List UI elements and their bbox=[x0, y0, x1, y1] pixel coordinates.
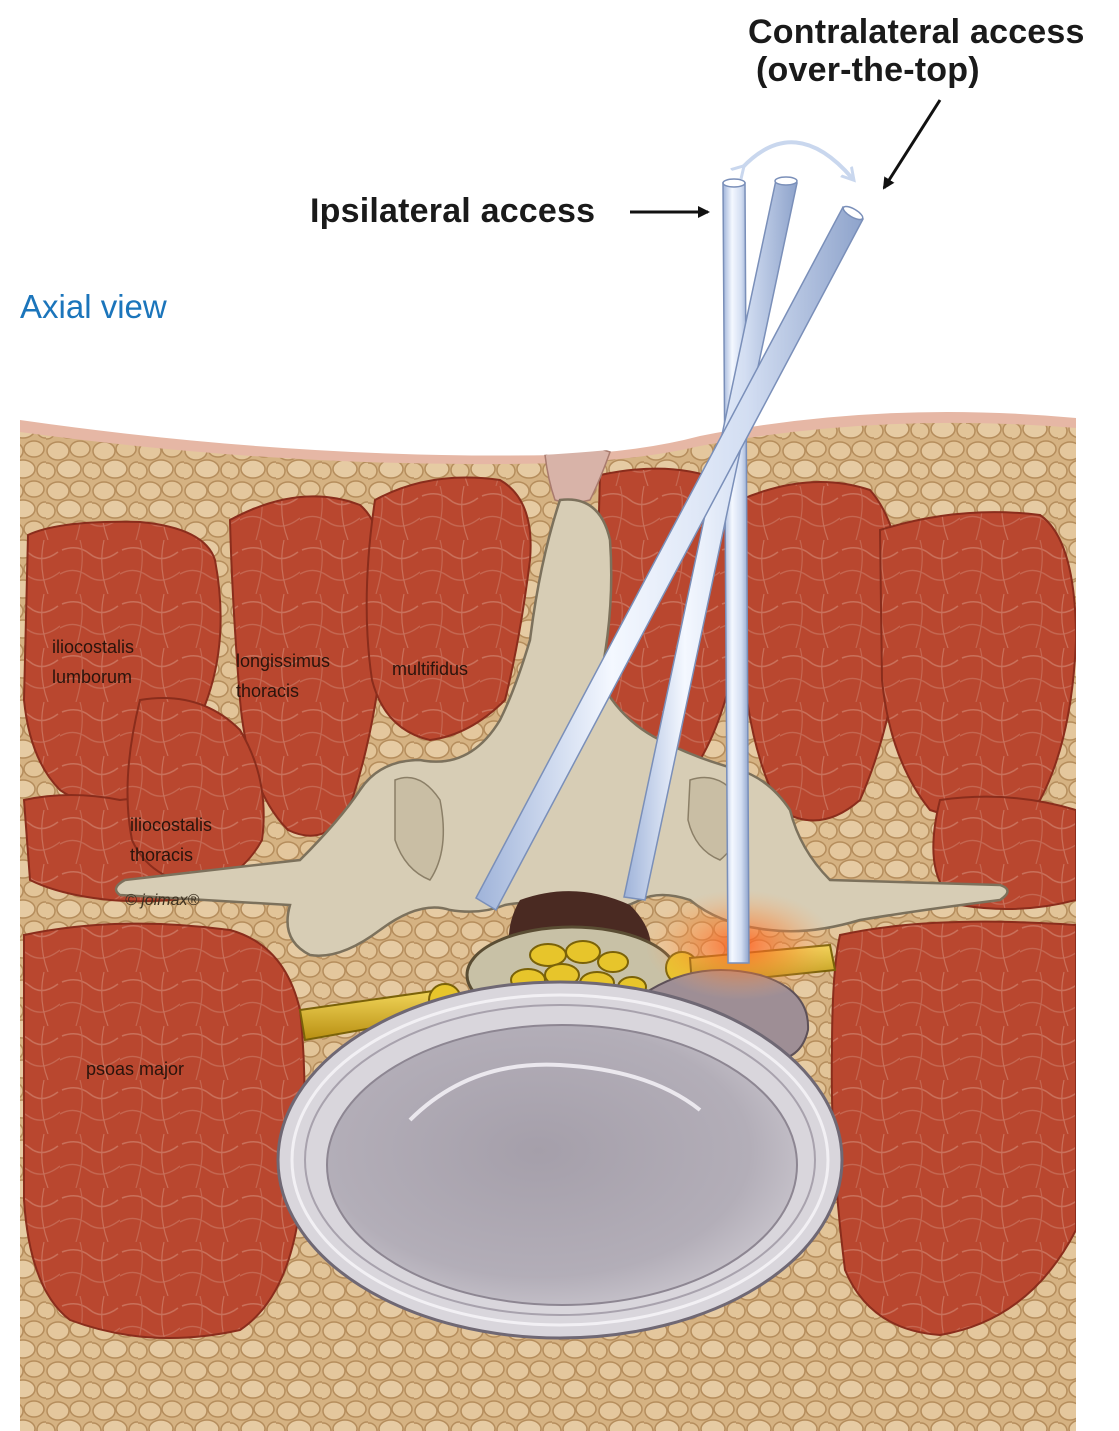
view-label: Axial view bbox=[20, 288, 167, 325]
label-psoas-major: psoas major bbox=[86, 1059, 185, 1079]
label-iliocostalis-lumborum-2: lumborum bbox=[52, 667, 133, 687]
contralateral-access-sublabel: (over-the-top) bbox=[756, 51, 980, 89]
label-iliocostalis-lumborum-1: iliocostalis bbox=[52, 637, 135, 657]
muscle-groups bbox=[22, 467, 1076, 1339]
label-multifidus: multifidus bbox=[392, 659, 469, 679]
instrument-tubes bbox=[475, 176, 864, 964]
copyright-mark: © joimax® bbox=[125, 892, 200, 909]
contralateral-arrow-icon bbox=[882, 99, 942, 190]
label-iliocostalis-thoracis-2: thoracis bbox=[130, 845, 194, 865]
ipsilateral-tube bbox=[722, 182, 750, 964]
label-iliocostalis-thoracis-1: iliocostalis bbox=[130, 815, 213, 835]
intervertebral-disc bbox=[276, 980, 844, 1340]
ipsilateral-access-label: Ipsilateral access bbox=[310, 192, 596, 230]
rotation-arc-icon bbox=[742, 140, 852, 178]
contralateral-access-label: Contralateral access bbox=[748, 13, 1085, 51]
label-longissimus-2: thoracis bbox=[236, 681, 300, 701]
label-longissimus-1: longissimus bbox=[236, 651, 331, 671]
